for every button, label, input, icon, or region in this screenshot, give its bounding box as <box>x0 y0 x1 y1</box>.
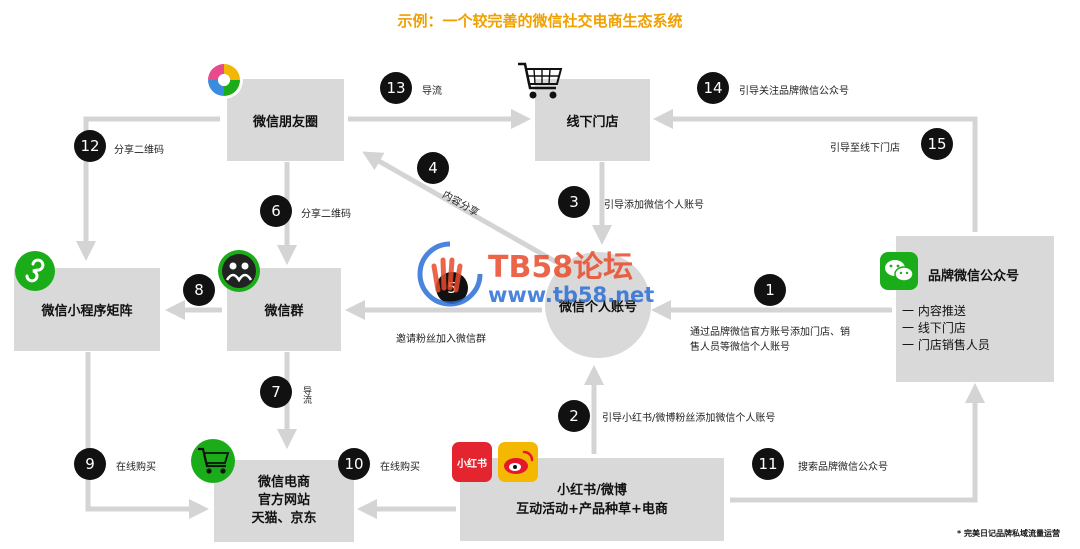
shopping-cart-icon <box>190 438 236 484</box>
edge-label-1: 通过品牌微信官方账号添加门店、销售人员等微信个人账号 <box>690 327 850 353</box>
watermark-logo-icon <box>416 240 484 308</box>
official-item: 一 门店销售人员 <box>902 338 990 352</box>
edge-label-15: 引导至线下门店 <box>830 143 900 154</box>
edge-label-9: 在线购买 <box>116 462 156 473</box>
mini-program-icon <box>14 250 56 292</box>
group-chat-icon <box>217 249 261 293</box>
wechat-icon <box>880 252 918 290</box>
step-badge: 11 <box>752 448 784 480</box>
node-label: 微信群 <box>264 304 304 319</box>
arrow-personal-to-moments <box>362 151 558 265</box>
node-personal-account: 微信个人账号 <box>545 252 651 358</box>
official-item: 一 内容推送 <box>902 304 966 318</box>
step-badge: 13 <box>380 72 412 104</box>
step-badge: 2 <box>558 400 590 432</box>
watermark-url: www.tb58.net <box>488 283 655 307</box>
node-label: 天猫、京东 <box>251 511 317 526</box>
node-offline-store: 线下门店 <box>535 79 650 161</box>
step-badge: 14 <box>697 72 729 104</box>
edge-label-5: 邀请粉丝加入微信群 <box>396 334 486 345</box>
watermark-brand: TB58论坛 <box>488 250 634 285</box>
step-badge: 6 <box>260 195 292 227</box>
wechat-moments-icon <box>204 60 244 100</box>
footnote: * 完美日记品牌私域流量运营 <box>957 529 1060 538</box>
node-official-account: 品牌微信公众号 一 内容推送 一 线下门店 一 门店销售人员 <box>896 236 1054 382</box>
page-title: 示例：一个较完善的微信社交电商生态系统 <box>397 12 683 30</box>
node-wechat-moments: 微信朋友圈 <box>227 79 344 161</box>
edge-label-6: 分享二维码 <box>301 209 351 220</box>
step-badge: 8 <box>183 274 215 306</box>
step-badge: 1 <box>754 274 786 306</box>
weibo-icon <box>498 442 538 482</box>
xiaohongshu-logo-text: 小红书 <box>457 458 487 470</box>
xiaohongshu-icon: 小红书 <box>452 442 492 482</box>
step-badge: 10 <box>338 448 370 480</box>
node-label: 互动活动+产品种草+电商 <box>516 501 668 517</box>
arrow-moments-to-miniprogram <box>76 116 220 261</box>
step-badge: 7 <box>260 376 292 408</box>
node-label: 小红书/微博 <box>557 482 627 498</box>
edge-label-10: 在线购买 <box>380 462 420 473</box>
edge-label-14: 引导关注品牌微信公众号 <box>739 86 849 97</box>
official-item: 一 线下门店 <box>902 321 966 335</box>
node-label: 微信个人账号 <box>558 299 637 315</box>
node-label: 微信小程序矩阵 <box>41 304 133 319</box>
step-badge: 4 <box>417 152 449 184</box>
step-badge: 12 <box>74 130 106 162</box>
edge-label-3: 引导添加微信个人账号 <box>604 200 704 211</box>
edge-label-7: 导流 <box>301 386 311 404</box>
official-list: 一 内容推送 一 线下门店 一 门店销售人员 <box>902 303 990 354</box>
edge-label-13: 导流 <box>422 86 442 97</box>
edge-label-12: 分享二维码 <box>114 145 164 156</box>
arrow-official-to-store <box>653 109 978 232</box>
node-label: 微信朋友圈 <box>252 114 318 130</box>
node-label: 线下门店 <box>566 114 619 130</box>
step-badge: 9 <box>74 448 106 480</box>
node-label: 微信电商 <box>257 475 310 490</box>
edge-label-2: 引导小红书/微博粉丝添加微信个人账号 <box>602 413 776 424</box>
step-badge: 3 <box>558 186 590 218</box>
edge-label-11: 搜索品牌微信公众号 <box>798 462 888 473</box>
official-title: 品牌微信公众号 <box>928 269 1020 284</box>
node-label: 官方网站 <box>257 493 310 508</box>
node-ecommerce: 微信电商 官方网站 天猫、京东 <box>214 460 354 542</box>
arrow-xhs-to-official <box>730 383 985 503</box>
step-badge: 15 <box>921 128 953 160</box>
arrow-miniprogram-to-ecommerce <box>85 352 209 519</box>
shopping-cart-icon <box>516 60 564 102</box>
